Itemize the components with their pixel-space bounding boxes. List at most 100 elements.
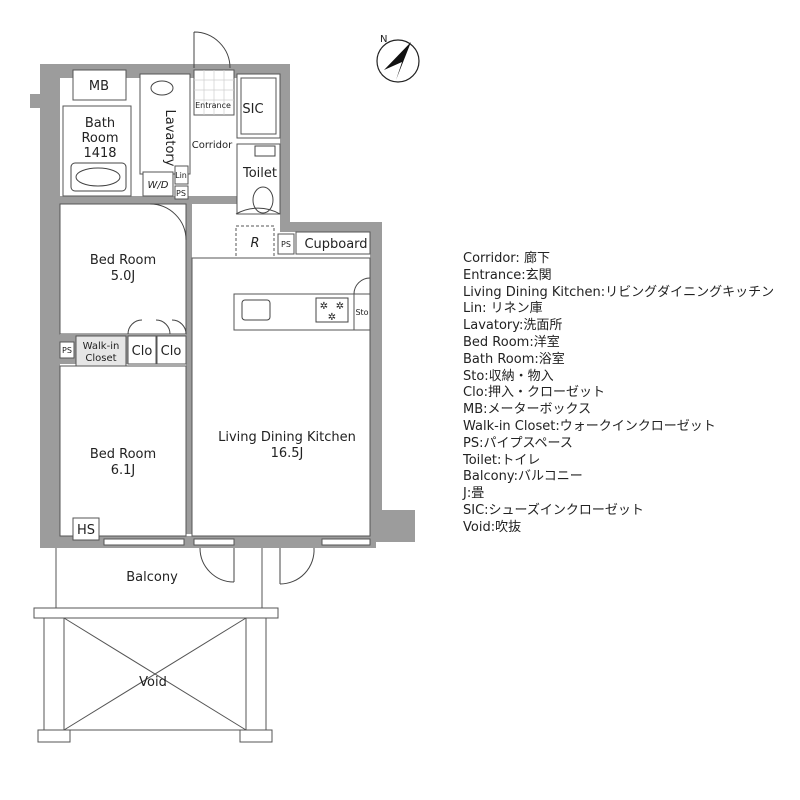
void-column-left (43, 617, 65, 741)
legend-item: J:畳 (463, 486, 485, 502)
refrigerator-label: R (250, 236, 259, 251)
sto-door-icon[interactable] (353, 277, 371, 295)
window-ldk-1 (193, 538, 235, 546)
cupboard-label: Cupboard (304, 237, 367, 252)
refrigerator-space (235, 225, 275, 259)
stove-icon (315, 297, 349, 323)
ps-box-kitchen (277, 233, 295, 255)
ldk-label: Living Dining Kitchen (218, 430, 356, 445)
legend-item: Void:吹抜 (463, 519, 522, 535)
bath-room-label: Bath (85, 116, 115, 131)
void-base-left (37, 729, 71, 743)
sto-label: Sto (355, 308, 368, 317)
balcony-label: Balcony (126, 570, 178, 585)
bathtub-icon (70, 162, 127, 192)
toilet-door-icon[interactable] (235, 207, 281, 215)
mb-box (72, 69, 127, 101)
balcony-door-icon-2[interactable] (279, 547, 315, 585)
void-area (63, 617, 247, 731)
void-column-right (245, 617, 267, 741)
ldk-area (191, 257, 371, 537)
void: Void (37, 617, 273, 743)
washer-dryer (142, 171, 174, 197)
wd-label: W/D (148, 180, 169, 191)
legend-item: Sto:収納・物入 (463, 368, 554, 384)
toilet-label: Toilet (242, 166, 277, 181)
clo-closet-2 (156, 335, 187, 365)
ldk: Living Dining Kitchen 16.5J (191, 257, 371, 537)
window-ldk-2 (321, 538, 371, 546)
compass-north-label: N (380, 34, 387, 45)
entry-door-icon[interactable] (193, 31, 231, 69)
burner-icon-2: ✲ (336, 301, 344, 312)
bedroom-1-area (59, 203, 187, 335)
entrance-tile-grid (194, 70, 234, 115)
walkin-closet (75, 335, 127, 367)
void-cross (63, 617, 247, 731)
bedroom-2: Bed Room 6.1J HS (59, 365, 187, 541)
legend-item: Living Dining Kitchen:リビングダイニングキッチン (463, 284, 775, 300)
entrance-label: Entrance (195, 101, 231, 110)
mb-label: MB (89, 79, 109, 94)
storage-row: PS Walk-in Closet Clo Clo (59, 319, 187, 393)
legend-item: MB:メーターボックス (463, 402, 592, 418)
legend-item: Clo:押入・クローゼット (463, 385, 606, 401)
ps-box-walkin (59, 341, 75, 359)
ps-label-walkin: PS (62, 346, 72, 355)
clo-closet-1 (127, 335, 157, 365)
corridor-area (192, 118, 236, 196)
ps-box-lavatory (174, 185, 189, 200)
legend-item: Walk-in Closet:ウォークインクローゼット (463, 418, 716, 434)
lavatory-label: Lavatory (162, 110, 177, 167)
bedroom-2-label: Bed Room (90, 447, 156, 462)
burner-icon-3: ✲ (328, 312, 336, 323)
legend-item: Balcony:バルコニー (463, 469, 583, 485)
hs-box (72, 517, 100, 541)
void-label: Void (139, 675, 167, 690)
kitchen-sink-icon (241, 299, 271, 321)
linen-storage (174, 165, 189, 185)
sic-label: SIC (242, 102, 263, 117)
balcony-door-icon-1[interactable] (199, 547, 235, 583)
bath-room-label-2: Room (81, 131, 118, 146)
legend-item: Toilet:トイレ (463, 452, 541, 468)
legend-item: Lavatory:洗面所 (463, 318, 563, 334)
sic-shelf (240, 77, 277, 135)
legend-item: Corridor: 廊下 (463, 251, 550, 266)
balcony: Balcony (33, 548, 279, 619)
clo-label-2: Clo (161, 344, 182, 359)
corridor-label: Corridor (192, 140, 233, 151)
clo-label-1: Clo (132, 344, 153, 359)
legend-item: Bed Room:洋室 (463, 334, 560, 350)
compass: N (376, 34, 420, 83)
cupboard (295, 231, 371, 255)
balcony-outline (55, 548, 263, 608)
ps-label-kitchen: PS (281, 240, 291, 249)
south-windows (103, 538, 371, 585)
bathtub-basin-icon (75, 167, 121, 187)
north-arrow-icon (384, 42, 411, 80)
window-bedroom-2 (103, 538, 185, 546)
clo-door-icon[interactable] (127, 319, 187, 335)
toilet-tank-icon (254, 145, 276, 157)
ldk-size: 16.5J (271, 446, 304, 461)
bath-size-label: 1418 (83, 146, 116, 161)
ps-label-lavatory: PS (176, 189, 186, 198)
lavatory-room (139, 73, 191, 175)
bedroom-1-size: 5.0J (111, 269, 136, 284)
lin-label: Lin (175, 171, 187, 180)
bedroom-1: Bed Room 5.0J (59, 203, 187, 335)
burner-icon-1: ✲ (320, 301, 328, 312)
bedroom-2-area (59, 365, 187, 537)
legend-item: Entrance:玄関 (463, 267, 552, 283)
legend-item: PS:パイプスペース (463, 435, 573, 451)
bath-zone: MB Bath Room 1418 Lavatory W/D Lin PS (62, 69, 191, 200)
legend-item: Lin: リネン庫 (463, 301, 543, 317)
kitchen-zone: R PS Cupboard ✲ ✲ ✲ Sto (233, 225, 371, 331)
bedroom-1-door-icon[interactable] (149, 203, 187, 241)
bedroom-1-label: Bed Room (90, 253, 156, 268)
walkin-label-2: Closet (85, 353, 116, 364)
void-base-right (239, 729, 273, 743)
